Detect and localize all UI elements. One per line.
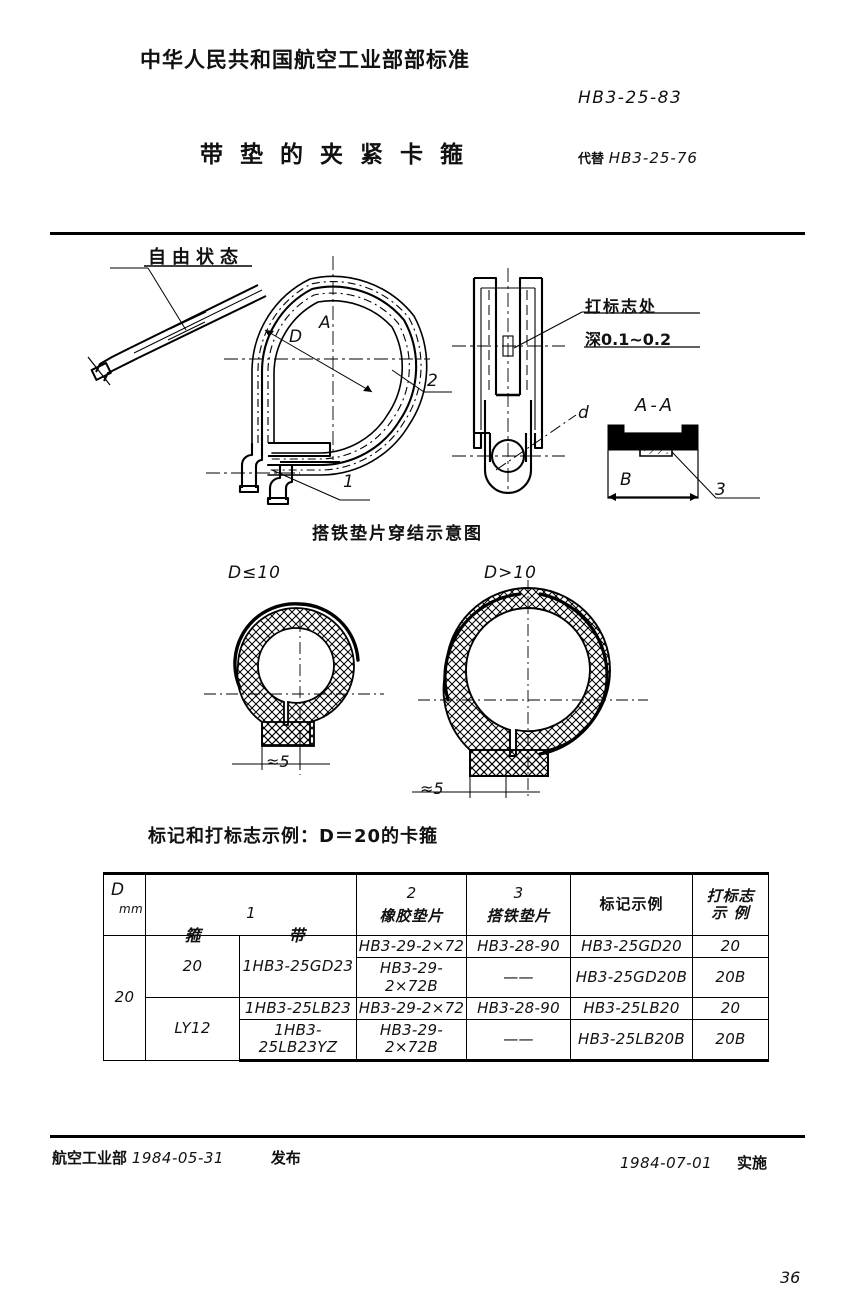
cell-mark-example: HB3-25LB20B <box>570 1019 693 1062</box>
rubber-liner-dashed <box>257 281 422 471</box>
cell-band-2a: 1HB3-25LB23 <box>239 996 357 1021</box>
table-row: 20 20 1HB3-25GD23 HB3-29-2×72 HB3-28-90 … <box>103 934 769 1061</box>
cell-ground-pad: —— <box>466 1019 571 1062</box>
cell-stamp-example: 20 <box>692 996 769 1021</box>
footer-issue-block: 航空工业部 1984-05-31 发布 <box>52 1147 301 1168</box>
header-stamp-line1: 打标志 <box>706 886 755 905</box>
centerlines-side-view <box>452 268 565 490</box>
clamp-free-arms <box>87 284 267 386</box>
case-small-diameter-label: D≤10 <box>228 563 281 583</box>
figure-clamp-free-state <box>251 275 428 476</box>
approx-5-label-large: ≈5 <box>420 779 444 798</box>
figure-clamp-side-view <box>472 276 544 494</box>
figure-ground-pad-large <box>412 580 648 800</box>
cell-ground-pad: —— <box>466 957 571 998</box>
header-band-label: 带 <box>288 926 305 945</box>
issuing-organization: 中华人民共和国航空工业部部标准 <box>140 48 470 72</box>
footer-issue-verb: 发布 <box>270 1149 301 1167</box>
table-row: 1HB3-25LB23YZ HB3-29-2×72B —— HB3-25LB20… <box>104 1019 769 1062</box>
cell-stamp-example: 20B <box>692 957 769 998</box>
table-header-row: D mm 1 箍 带 2 橡胶垫片 <box>103 872 769 945</box>
centerlines-left-view <box>206 256 430 474</box>
cell-stamp-example: 20B <box>692 1019 769 1062</box>
dimension-D-leader <box>264 329 373 393</box>
footer-effective-block: 1984-07-01 实施 <box>620 1152 767 1173</box>
mounting-hole <box>490 438 526 474</box>
header-stamp-line2: 示 例 <box>711 904 750 922</box>
footer-issuer: 航空工业部 <box>52 1149 128 1167</box>
footer-effective-verb: 实施 <box>736 1154 767 1172</box>
cell-mark-example: HB3-25GD20 <box>570 934 693 959</box>
cell-rubber-pad: HB3-29-2×72B <box>356 1019 467 1062</box>
item-leader-lines <box>110 265 452 501</box>
header-col3-text: 搭铁垫片 <box>486 906 551 925</box>
standard-code: HB3-25-83 <box>578 88 683 108</box>
cell-mark-example: HB3-25GD20B <box>570 957 693 998</box>
ground-pad-figure-caption: 搭铁垫片穿结示意图 <box>312 524 483 544</box>
free-state-label: 自由状态 <box>148 247 244 268</box>
cell-band-1: 1HB3-25GD23 <box>239 935 357 998</box>
cell-hoop-2: LY12 <box>145 996 240 1061</box>
header-cell-d: D mm <box>103 872 146 936</box>
cell-hoop-1: 20 <box>145 935 240 998</box>
footer-effective-date: 1984-07-01 <box>620 1154 713 1172</box>
section-aa-label: A-A <box>635 395 676 416</box>
footer-divider-rule <box>50 1135 805 1138</box>
side-view-inner-lines <box>480 287 536 430</box>
cell-stamp-example: 20 <box>692 934 769 959</box>
header-cell-rubber-pad: 2 橡胶垫片 <box>356 872 467 936</box>
figure-ground-pad-small <box>204 602 384 775</box>
cell-mark-example: HB3-25LB20 <box>570 996 693 1021</box>
header-cell-group1: 1 箍 带 <box>145 872 357 945</box>
header-col3-number: 3 <box>513 884 524 903</box>
dimension-b-label: B <box>620 470 632 490</box>
header-group1-number: 1 <box>246 904 256 922</box>
dimension-d-label: d <box>578 403 589 423</box>
table-caption: 标记和打标志示例：D＝20的卡箍 <box>148 826 438 847</box>
cell-rubber-pad: HB3-29-2×72 <box>356 934 467 959</box>
cell-ground-pad: HB3-28-90 <box>466 934 571 959</box>
dimension-d-diameter-label: D <box>289 327 303 347</box>
item-number-2: 2 <box>427 371 438 391</box>
cell-ground-pad: HB3-28-90 <box>466 996 571 1021</box>
header-d-symbol: D <box>111 880 125 900</box>
cell-rubber-pad: HB3-29-2×72B <box>356 957 467 998</box>
header-cell-ground-pad: 3 搭铁垫片 <box>466 872 571 936</box>
header-d-unit: mm <box>119 902 143 916</box>
replaces-code: HB3-25-76 <box>608 149 698 167</box>
mark-depth-label: 深0.1~0.2 <box>585 330 672 349</box>
document-title: 带垫的夹紧卡箍 <box>200 142 480 168</box>
item-number-3: 3 <box>715 480 726 500</box>
table-row: HB3-29-2×72B —— HB3-25GD20B 20B <box>104 957 769 998</box>
footer-issue-date: 1984-05-31 <box>131 1149 224 1167</box>
replaces-note: 代替 HB3-25-76 <box>578 148 698 167</box>
clamp-legs <box>238 441 340 506</box>
mark-place-label: 打标志处 <box>585 297 658 316</box>
cell-d-value: 20 <box>103 935 146 1061</box>
header-hoop-label: 箍 <box>184 926 201 945</box>
marking-example-table: D mm 1 箍 带 2 橡胶垫片 <box>103 872 769 1062</box>
header-cell-mark-example: 标记示例 <box>570 872 693 936</box>
table-row: LY12 1HB3-25LB23 HB3-29-2×72 HB3-28-90 H… <box>104 996 769 1061</box>
dimension-a-label: A <box>319 313 331 333</box>
side-view-dashed <box>488 290 528 392</box>
case-large-diameter-label: D>10 <box>484 563 537 583</box>
header-divider-rule <box>50 232 805 235</box>
page-number: 36 <box>780 1268 801 1287</box>
cell-band-2b: 1HB3-25LB23YZ <box>239 1019 357 1062</box>
header-col2-number: 2 <box>406 884 417 903</box>
header-col2-text: 橡胶垫片 <box>379 906 444 925</box>
header-cell-stamp-example: 打标志 示 例 <box>692 872 769 936</box>
cell-rubber-pad: HB3-29-2×72 <box>356 996 467 1021</box>
approx-5-label-small: ≈5 <box>266 752 290 771</box>
replaces-label: 代替 <box>578 152 605 167</box>
dimension-d-leader <box>495 414 577 471</box>
item-number-1: 1 <box>343 472 354 492</box>
